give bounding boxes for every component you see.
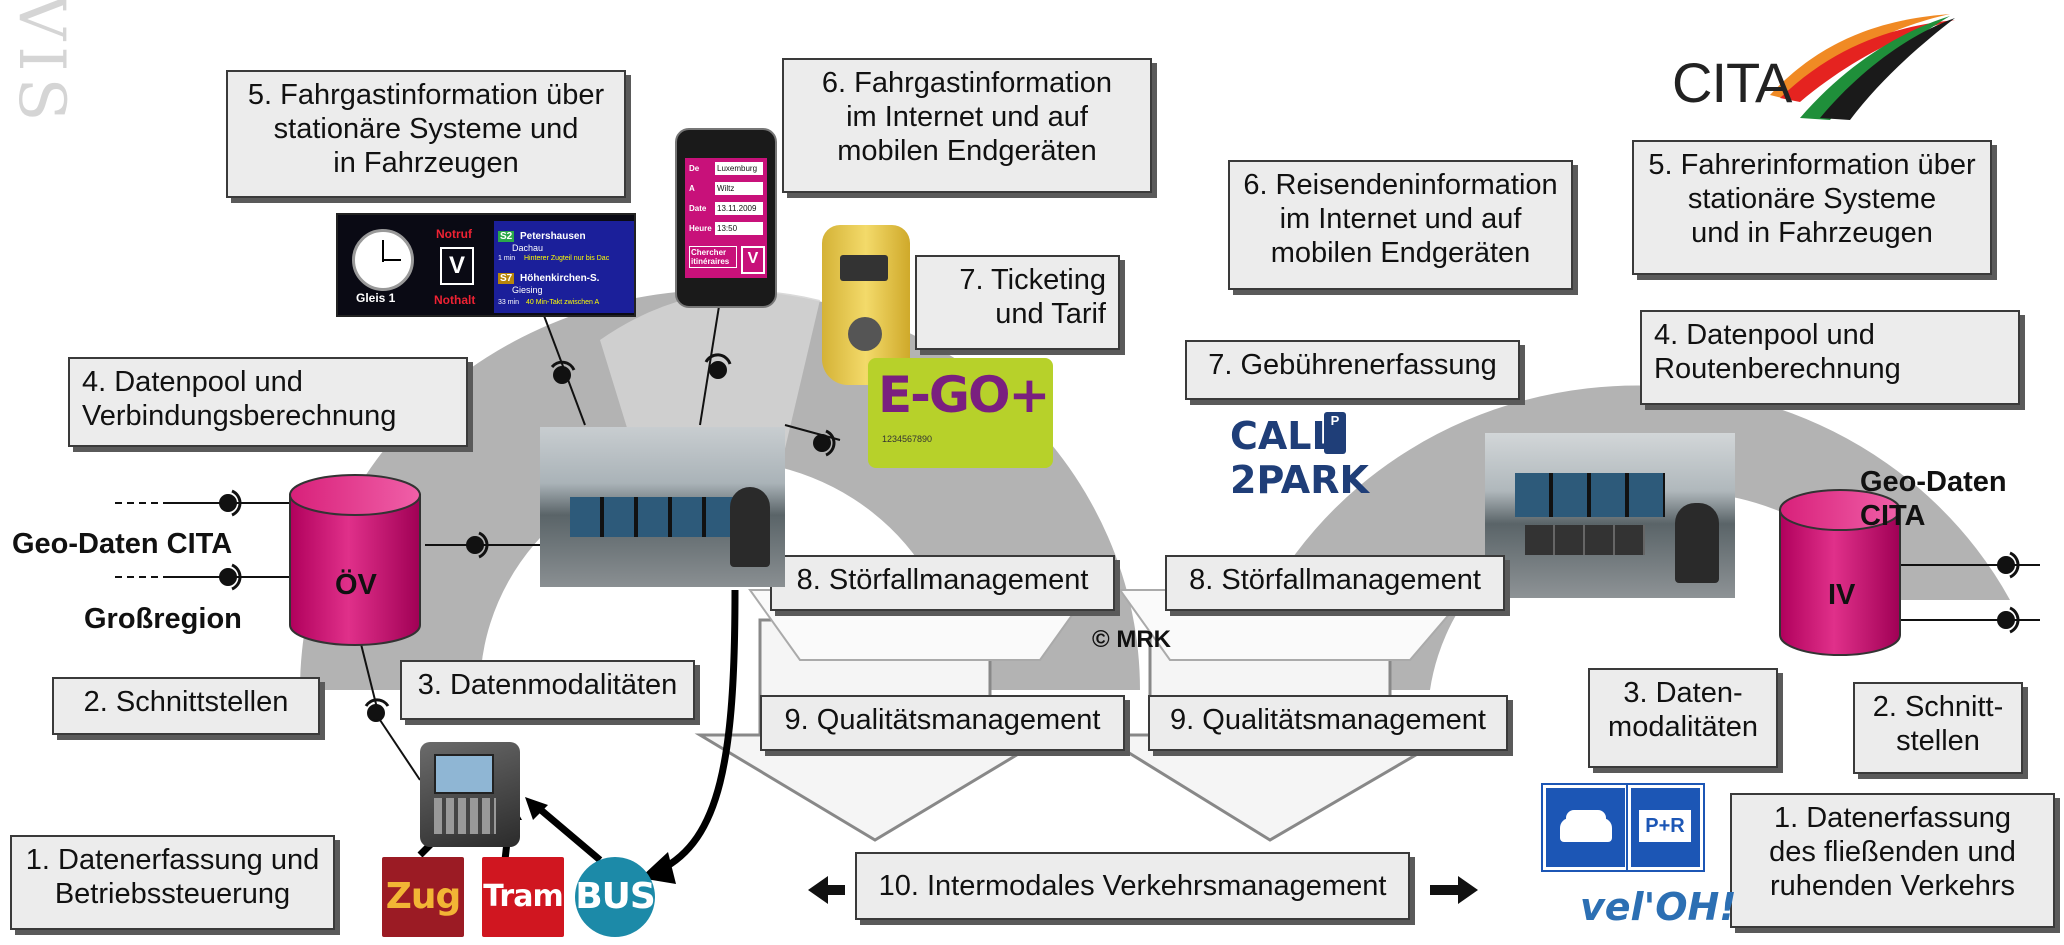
call2park-line1: CALL: [1230, 414, 1336, 458]
departures-panel: S2 Petershausen Dachau 1 min Hinterer Zu…: [494, 221, 634, 313]
phone-row-key: Heure: [689, 224, 712, 233]
emergency-icon: V: [440, 247, 474, 285]
db-label-oev: ÖV: [335, 569, 377, 601]
phone-row-value: Luxemburg: [715, 162, 763, 175]
emergency-top: Notruf: [436, 227, 472, 241]
box-fahrerinformation-stationaer: 5. Fahrerinformation über stationäre Sys…: [1632, 140, 1992, 275]
box-datenpool-route: 4. Datenpool und Routenberechnung: [1640, 310, 2020, 405]
connector-symbols-left: [219, 353, 836, 722]
cita-logo-text: CITA: [1672, 51, 1792, 114]
box-gebuehrenerfassung: 7. Gebührenerfassung: [1185, 340, 1520, 400]
box-schnittstellen-left: 2. Schnittstellen: [52, 677, 320, 735]
phone-p-icon: P: [1324, 412, 1346, 454]
phone-row-value: 13.11.2009: [715, 202, 763, 215]
copyright-label: © MRK: [1092, 626, 1172, 653]
phone-logo-icon: V: [741, 246, 765, 274]
park-ride-sign-text: P+R: [1639, 810, 1691, 842]
db-right-cylinder: [1779, 489, 1901, 656]
cita-logo-swoosh: [1770, 14, 1955, 120]
emergency-bottom: Nothalt: [434, 293, 476, 307]
transport-icon-zug: Zug: [382, 857, 464, 937]
box-datenmodalitaeten-right: 3. Daten- modalitäten: [1588, 668, 1778, 768]
box-datenpool-verbindung: 4. Datenpool und Verbindungsberechnung: [68, 357, 468, 447]
car-sign-icon: [1541, 783, 1630, 872]
note-1: Hinterer Zugteil nur bis Dac: [524, 255, 610, 262]
call2park-logo: CALL P 2PARK: [1228, 412, 1369, 508]
ego-card-number: 1234567890: [882, 434, 933, 444]
arrow-bus: [532, 802, 603, 863]
line-badge-1: S2: [498, 231, 515, 242]
arrow-left-10: [808, 876, 845, 904]
box-fahrgastinformation-internet: 6. Fahrgastinformation im Internet und a…: [782, 58, 1152, 193]
via-2: Giesing: [512, 285, 543, 295]
box-datenerfassung-betrieb: 1. Datenerfassung und Betriebssteuerung: [10, 835, 335, 930]
left-arc-highlight: [600, 291, 820, 470]
label-grossregion: Großregion: [84, 603, 242, 635]
note-2: 40 Min-Takt zwischen A: [526, 299, 600, 306]
box-fahrgastinformation-stationaer: 5. Fahrgastinformation über stationäre S…: [226, 70, 626, 198]
box-ticketing-tarif: 7. Ticketing und Tarif: [915, 255, 1120, 350]
veloh-logo: vel'OH!: [1580, 885, 1737, 929]
line-badge-2: S7: [498, 273, 515, 284]
box-stoerfallmanagement-right: 8. Störfallmanagement: [1165, 555, 1505, 611]
call2park-line2: 2PARK: [1230, 458, 1369, 502]
box-datenmodalitaeten-left: 3. Datenmodalitäten: [400, 660, 695, 720]
min-1: 1 min: [498, 255, 516, 262]
clock-label: Gleis 1: [356, 291, 396, 305]
control-room-photo-left: [540, 427, 785, 587]
box-reisendeninformation-internet: 6. Reisendeninformation im Internet und …: [1228, 160, 1573, 290]
phone-row-value: 13:50: [715, 222, 763, 235]
terminal-device-image: [420, 742, 520, 847]
ego-card-text: E-GO+: [878, 366, 1050, 424]
phone-row-value: Wiltz: [715, 182, 763, 195]
label-geo-daten-left: Geo-Daten CITA: [12, 528, 233, 560]
via-1: Dachau: [512, 243, 544, 253]
phone-row-key: Date: [689, 204, 707, 213]
box-qualitaetsmanagement-right: 9. Qualitätsmanagement: [1148, 695, 1508, 751]
min-2: 33 min: [498, 299, 520, 306]
dest-1: Petershausen: [520, 231, 586, 242]
control-room-photo-right: [1485, 433, 1735, 598]
phone-row-key: De: [689, 164, 700, 173]
box-intermodales-verkehrsmanagement: 10. Intermodales Verkehrsmanagement: [855, 852, 1410, 920]
box-datenerfassung-verkehr: 1. Datenerfassung des fließenden und ruh…: [1730, 793, 2055, 928]
label-geo-daten-right: Geo-Daten CITA: [1860, 466, 2007, 532]
transport-icon-bus: BUS: [575, 857, 656, 937]
arrow-right-10: [1430, 876, 1478, 904]
transport-icon-tram: Tram: [482, 857, 564, 937]
park-ride-sign-icon: P+R: [1626, 783, 1705, 872]
db-left-cylinder: [289, 474, 421, 646]
ego-card-image: E-GO+ 1234567890: [868, 358, 1053, 468]
box-qualitaetsmanagement-left: 9. Qualitätsmanagement: [760, 695, 1125, 751]
db-label-iv: IV: [1828, 579, 1856, 611]
curved-arrow-bus: [658, 589, 739, 874]
phone-row-key: A: [689, 184, 695, 193]
dest-2: Höhenkirchen-S.: [520, 273, 600, 284]
box-schnittstellen-right: 2. Schnitt- stellen: [1853, 682, 2023, 774]
clock-icon: [352, 229, 414, 291]
connector-symbols-right: [1997, 551, 2020, 634]
box-stoerfallmanagement-left: 8. Störfallmanagement: [770, 555, 1115, 611]
phone-search-button: Chercher itinéraires: [689, 246, 737, 268]
station-display-image: Gleis 1 Notruf V Nothalt S2 Petershausen…: [336, 213, 636, 317]
